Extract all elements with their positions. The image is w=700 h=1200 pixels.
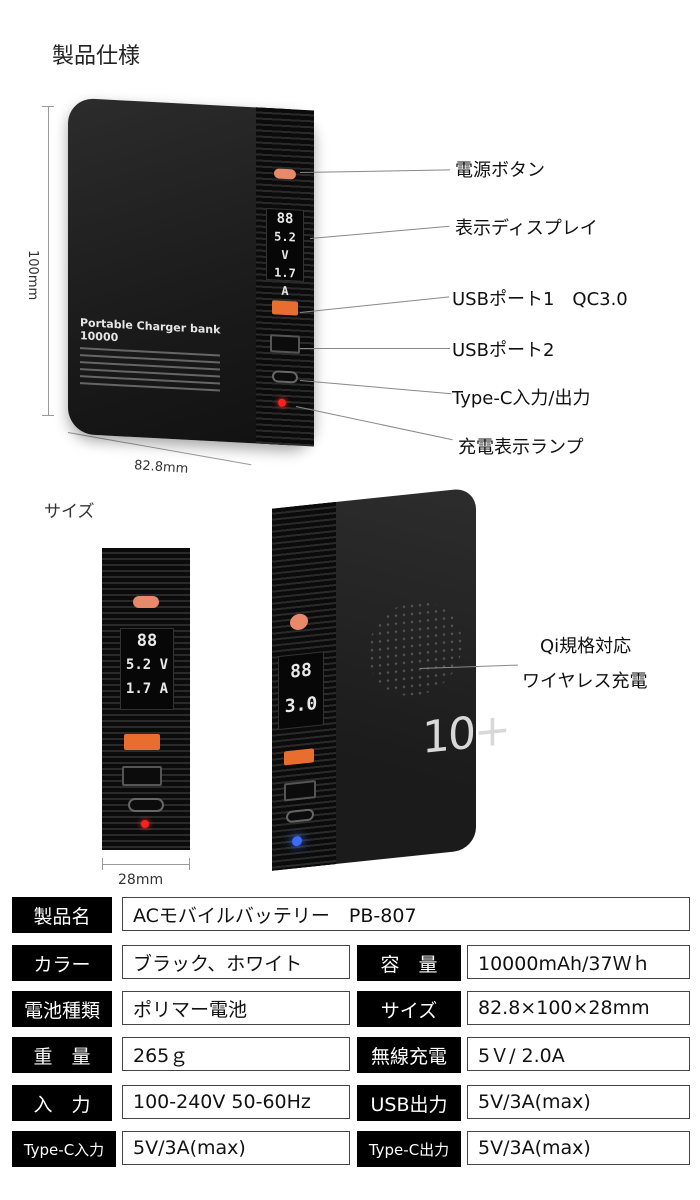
lcd-display: 88 5.2 V 1.7 A bbox=[266, 207, 304, 298]
usb-port-2-icon bbox=[122, 766, 162, 786]
height-dimension-line bbox=[48, 106, 49, 416]
lcd-display: 88 3.0 bbox=[278, 651, 324, 731]
dimension-tick bbox=[42, 415, 54, 416]
callout-leader bbox=[299, 296, 450, 313]
callout-usb-port-1: USBポート1 QC3.0 bbox=[452, 289, 628, 310]
usb-port-2-icon bbox=[284, 780, 316, 802]
callout-qi-line2: ワイヤレス充電 bbox=[522, 671, 648, 692]
port-side: 88 3.0 bbox=[272, 501, 336, 871]
table-row: 製品名 ACモバイルバッテリー PB-807 bbox=[12, 897, 690, 933]
power-bank-side-image: 88 5.2 V 1.7 A bbox=[102, 548, 190, 850]
table-row: カラー ブラック、ホワイト 容 量 10000mAh/37Ｗｈ bbox=[12, 945, 690, 981]
table-row: 重 量 265ｇ 無線充電 5Ｖ/ 2.0A bbox=[12, 1037, 690, 1073]
callout-display: 表示ディスプレイ bbox=[455, 218, 598, 239]
callout-leader bbox=[295, 406, 453, 441]
device-logo: 10+ bbox=[422, 703, 509, 764]
depth-dimension-line bbox=[102, 864, 190, 865]
lcd-line: 1.7 A bbox=[125, 681, 169, 697]
spec-label: 重 量 bbox=[12, 1037, 112, 1073]
size-heading: サイズ bbox=[44, 502, 95, 522]
type-c-port-icon bbox=[128, 798, 164, 812]
spec-value: ポリマー電池 bbox=[122, 991, 350, 1025]
callout-charge-lamp: 充電表示ランプ bbox=[458, 437, 584, 458]
spec-label: Type-C入力 bbox=[12, 1131, 116, 1167]
spec-value: 10000mAh/37Ｗｈ bbox=[467, 945, 690, 979]
spec-label: Type-C出力 bbox=[357, 1131, 461, 1167]
callout-leader bbox=[299, 169, 450, 173]
dimension-tick bbox=[42, 106, 54, 107]
spec-value: 265ｇ bbox=[122, 1037, 350, 1071]
usb-port-1-icon bbox=[124, 734, 160, 750]
width-dimension-label: 82.8mm bbox=[133, 458, 189, 477]
callout-type-c: Type-C入力/出力 bbox=[452, 388, 591, 409]
lcd-line: 3.0 bbox=[284, 692, 318, 718]
callout-leader bbox=[309, 225, 450, 239]
charge-lamp-icon bbox=[278, 398, 286, 407]
table-row: Type-C入力 5V/3A(max) Type-C出力 5V/3A(max) bbox=[12, 1131, 690, 1167]
dimension-tick bbox=[189, 858, 190, 870]
power-bank-main-image: Portable Charger bank 10000 88 5.2 V 1.7… bbox=[68, 97, 314, 447]
spec-value: 5V/3A(max) bbox=[467, 1131, 690, 1165]
charge-lamp-icon bbox=[141, 820, 149, 828]
spec-value: 100-240V 50-60Hz bbox=[122, 1085, 350, 1119]
type-c-port-icon bbox=[272, 370, 298, 384]
callout-leader bbox=[300, 348, 450, 349]
spec-print-line bbox=[80, 382, 220, 392]
spec-label: カラー bbox=[12, 945, 112, 981]
table-row: 電池種類 ポリマー電池 サイズ 82.8×100×28mm bbox=[12, 991, 690, 1027]
spec-label: USB出力 bbox=[357, 1085, 461, 1121]
page-title: 製品仕様 bbox=[52, 44, 141, 69]
spec-value: ブラック、ホワイト bbox=[122, 945, 350, 979]
spec-label: 電池種類 bbox=[12, 991, 112, 1027]
lcd-line: 5.2 V bbox=[125, 657, 169, 673]
lcd-display: 88 5.2 V 1.7 A bbox=[120, 628, 174, 710]
callout-qi-line1: Qi規格対応 bbox=[540, 636, 632, 657]
spec-value: 5Ｖ/ 2.0A bbox=[467, 1037, 690, 1071]
usb-port-2-icon bbox=[270, 334, 300, 354]
lcd-line: 5.2 V bbox=[274, 229, 296, 263]
spec-label: 容 量 bbox=[357, 945, 461, 981]
depth-dimension-label: 28mm bbox=[118, 872, 164, 888]
lcd-line: 88 bbox=[276, 210, 294, 228]
lcd-line: 88 bbox=[290, 659, 312, 683]
callout-leader bbox=[299, 380, 452, 395]
spec-label: 入 力 bbox=[12, 1085, 112, 1121]
lcd-line: 1.7 A bbox=[274, 265, 296, 299]
brand-print: Portable Charger bank 10000 bbox=[80, 316, 221, 345]
spec-value: 5V/3A(max) bbox=[467, 1085, 690, 1119]
callout-usb-port-2: USBポート2 bbox=[452, 340, 555, 361]
spec-label: 製品名 bbox=[12, 897, 112, 933]
table-row: 入 力 100-240V 50-60Hz USB出力 5V/3A(max) bbox=[12, 1085, 690, 1121]
spec-label: サイズ bbox=[357, 991, 461, 1027]
spec-label: 無線充電 bbox=[357, 1037, 461, 1073]
power-button-icon bbox=[133, 596, 159, 608]
spec-value: 5V/3A(max) bbox=[122, 1131, 350, 1165]
height-dimension-label: 100mm bbox=[25, 250, 40, 301]
printed-label: Portable Charger bank 10000 bbox=[80, 316, 250, 393]
wireless-charging-pad-icon bbox=[368, 596, 462, 701]
dimension-tick bbox=[102, 858, 103, 870]
callout-power-button: 電源ボタン bbox=[455, 160, 545, 181]
power-bank-3d-image: 88 3.0 10+ bbox=[272, 487, 509, 871]
spec-value: 82.8×100×28mm bbox=[467, 991, 690, 1025]
port-side: 88 5.2 V 1.7 A bbox=[256, 107, 314, 447]
lcd-line: 88 bbox=[136, 631, 158, 651]
usb-port-1-icon bbox=[272, 300, 298, 316]
power-button-icon bbox=[274, 168, 296, 180]
spec-value: ACモバイルバッテリー PB-807 bbox=[122, 897, 690, 931]
